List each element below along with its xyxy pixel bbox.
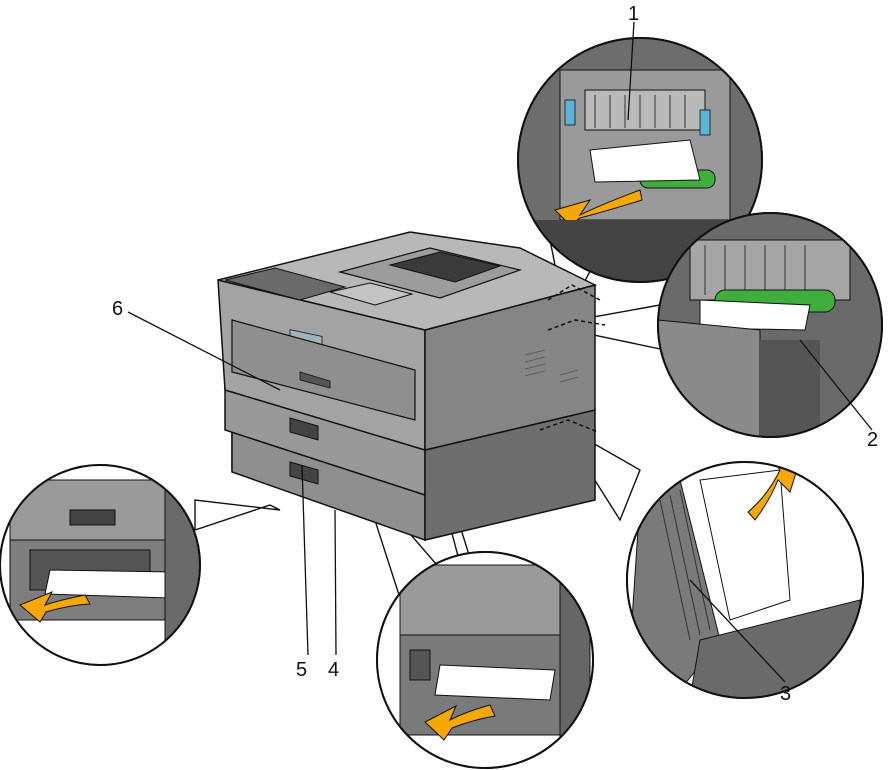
callout-6: 6: [112, 298, 123, 320]
leader-4: [334, 509, 337, 656]
detail-tray-left: [0, 464, 201, 666]
pull-arrow-icon: [554, 189, 643, 226]
detail-duplex: [626, 461, 864, 699]
mpf-handle: [299, 371, 331, 389]
leader-left: [194, 499, 281, 531]
leader-2: [799, 339, 873, 431]
callout-leaders: [127, 21, 873, 683]
output-slot: [388, 251, 502, 283]
leader-6: [127, 311, 281, 391]
pull-arrow-icon: [424, 704, 496, 741]
detail-fuser-right: [657, 212, 883, 438]
detail-tray-bottom: [376, 551, 594, 769]
tray2-handle: [289, 461, 319, 485]
tray1-handle: [289, 417, 319, 441]
detail-fuser-top: [517, 37, 763, 283]
mpf-door: [231, 319, 416, 421]
callout-2: 2: [867, 429, 878, 451]
output-paper-stop: [329, 282, 414, 306]
leader-1: [627, 21, 635, 121]
printer: [217, 231, 606, 542]
paper-sheet-icon: [589, 139, 701, 183]
callout-5: 5: [296, 659, 307, 681]
paper-sheet-icon: [699, 469, 791, 621]
paper-sheet-icon: [699, 299, 811, 331]
leader-5: [301, 464, 309, 656]
paper-sheet-icon: [44, 569, 176, 599]
operator-panel: [224, 267, 347, 301]
callout-3: 3: [780, 683, 791, 705]
pull-arrow-icon: [19, 591, 91, 623]
paper-sheet-icon: [434, 664, 556, 701]
jam-markers: [539, 284, 606, 433]
pull-arrow-icon: [747, 462, 801, 521]
callout-1: 1: [628, 3, 639, 25]
side-vents: [524, 349, 579, 383]
callout-4: 4: [328, 659, 339, 681]
leader-3: [689, 579, 786, 683]
